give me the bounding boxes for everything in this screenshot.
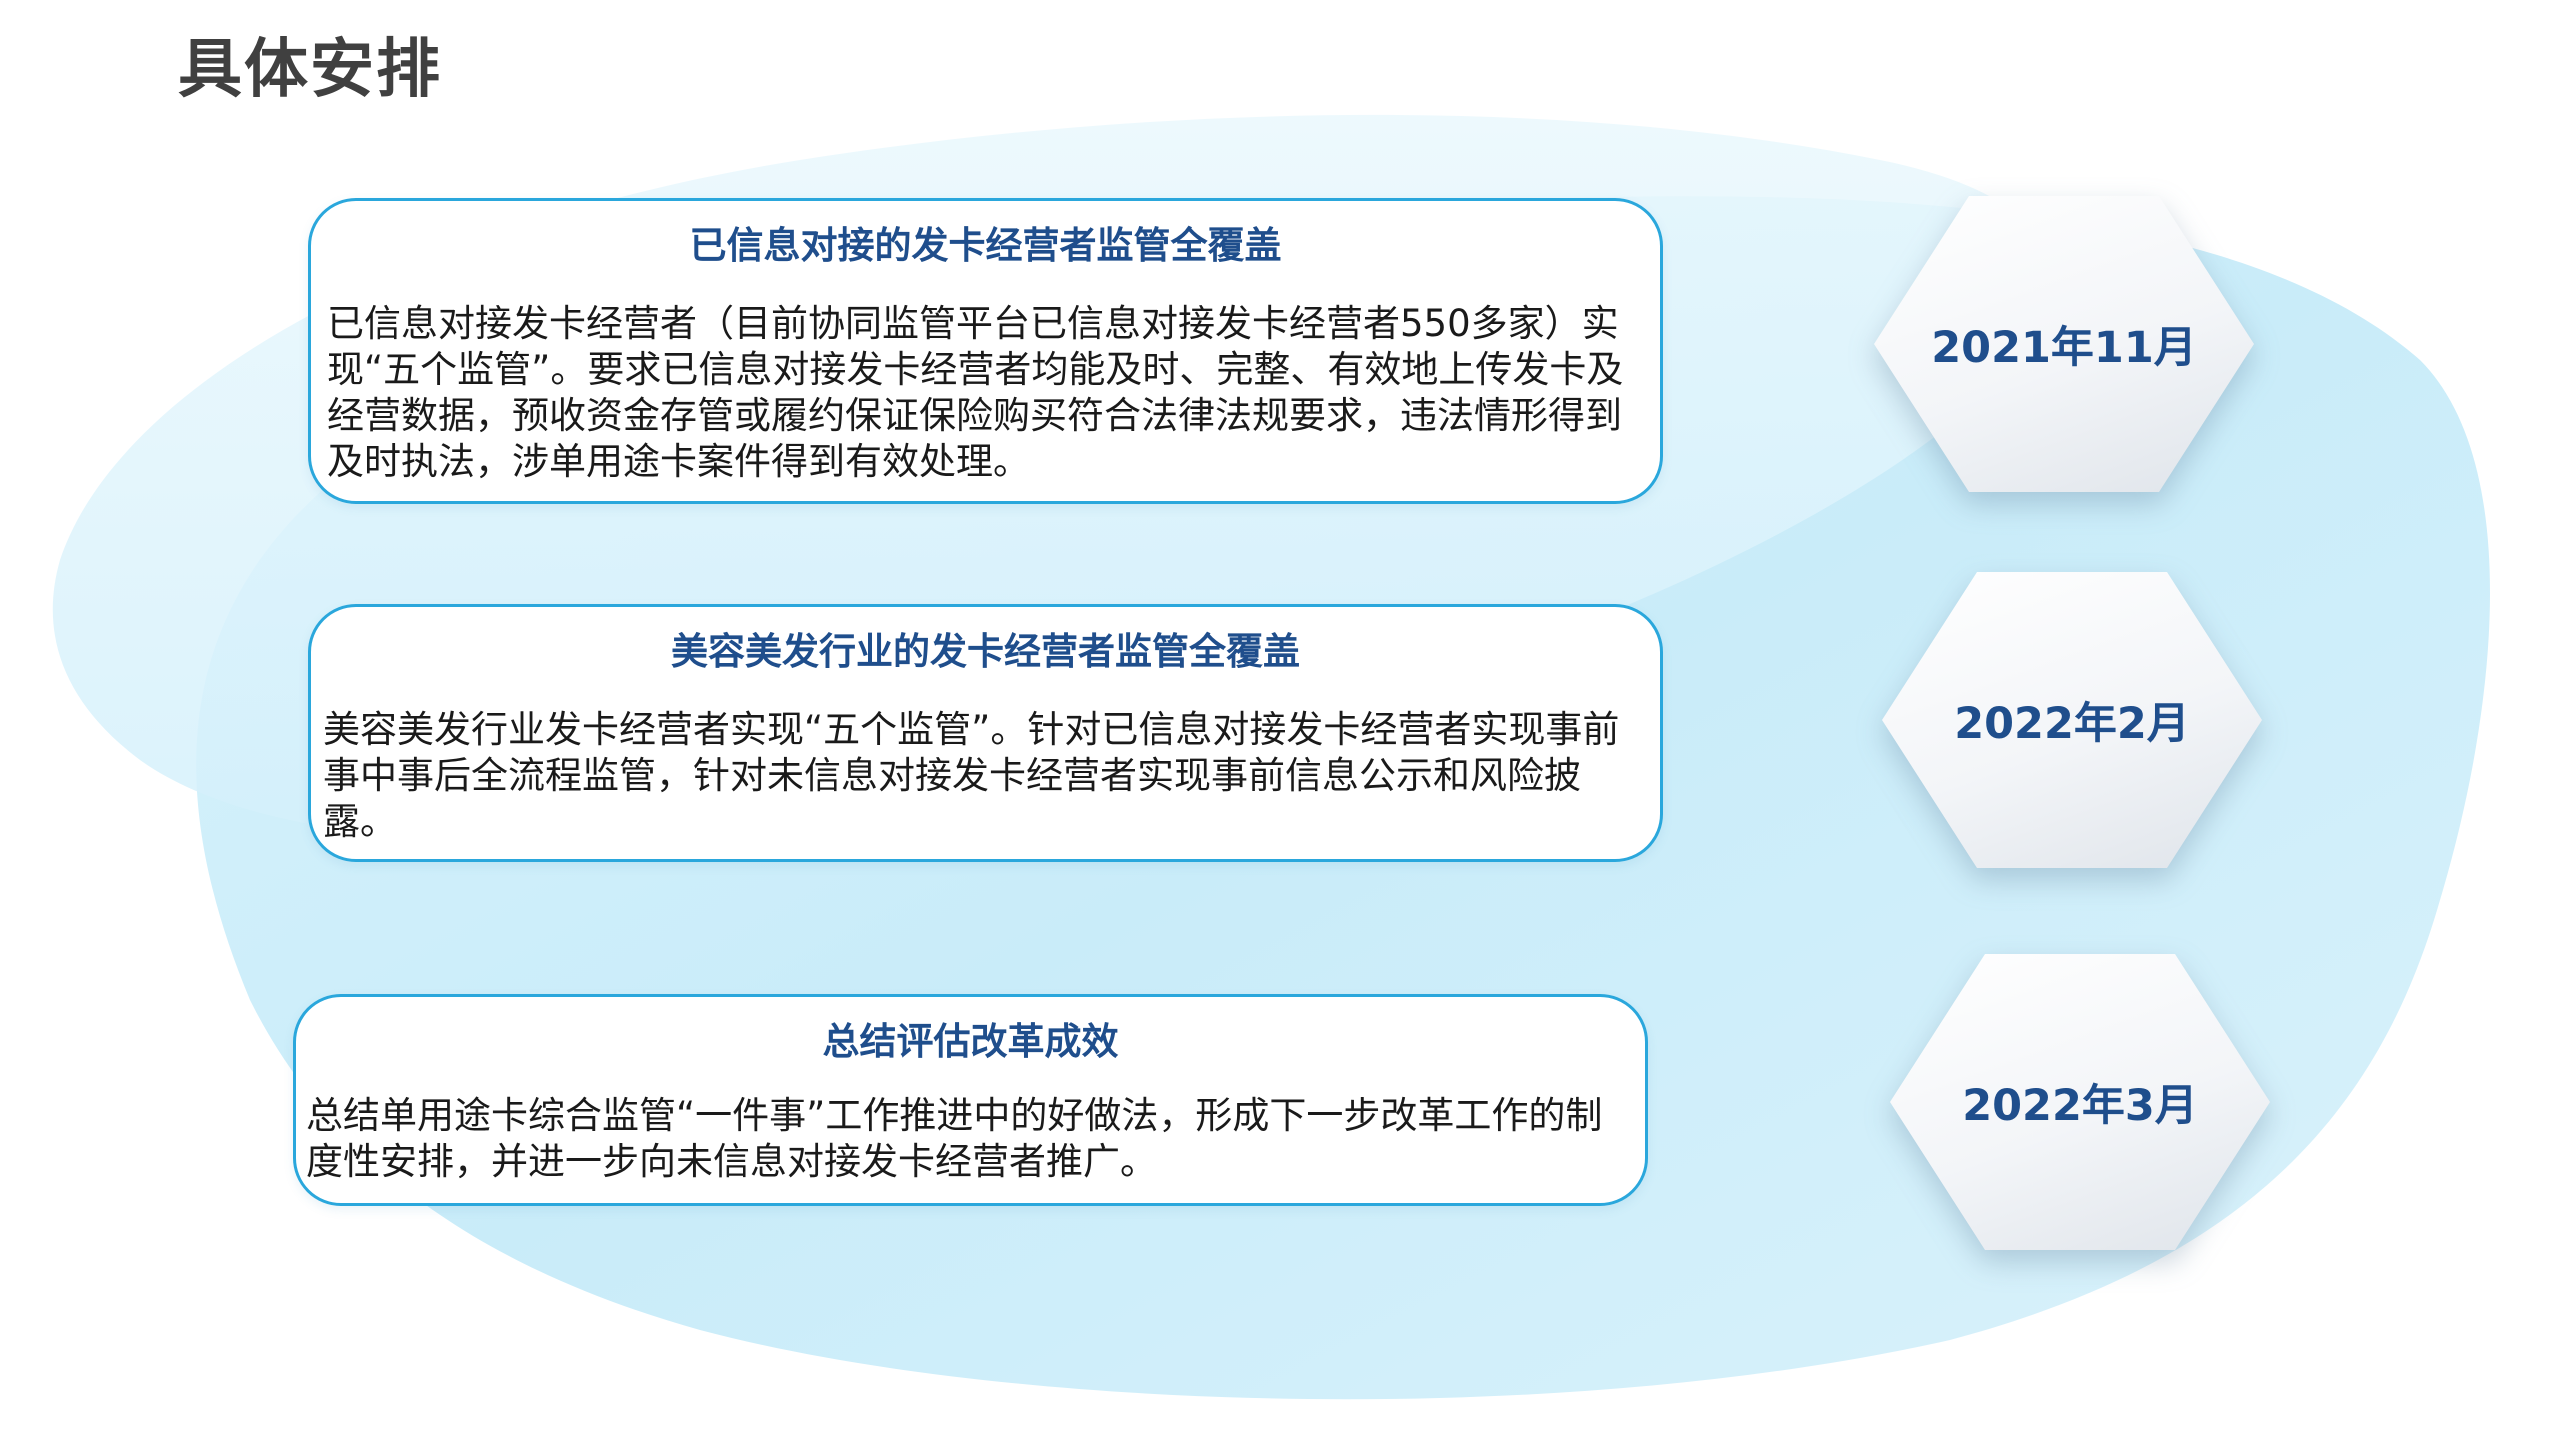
card-body-2: 美容美发行业发卡经营者实现“五个监管”。针对已信息对接发卡经营者实现事前事中事后… (323, 708, 1620, 843)
date-hexagon-1: 2021年11月 (1874, 196, 2254, 492)
date-hexagon-3: 2022年3月 (1890, 954, 2270, 1250)
card-body-1: 已信息对接发卡经营者（目前协同监管平台已信息对接发卡经营者550多家）实现“五个… (327, 302, 1624, 483)
page-title: 具体安排 (178, 33, 442, 107)
arrangement-card-2: 美容美发行业的发卡经营者监管全覆盖 美容美发行业发卡经营者实现“五个监管”。针对… (308, 604, 1663, 862)
date-hexagon-2: 2022年2月 (1882, 572, 2262, 868)
date-label-2: 2022年2月 (1954, 699, 2190, 749)
card-title-2: 美容美发行业的发卡经营者监管全覆盖 (671, 630, 1300, 673)
arrangement-card-1: 已信息对接的发卡经营者监管全覆盖 已信息对接发卡经营者（目前协同监管平台已信息对… (308, 198, 1663, 504)
card-body-3: 总结单用途卡综合监管“一件事”工作推进中的好做法，形成下一步改革工作的制度性安排… (306, 1094, 1603, 1183)
card-title-1: 已信息对接的发卡经营者监管全覆盖 (689, 224, 1282, 267)
card-title-3: 总结评估改革成效 (822, 1020, 1119, 1063)
date-label-1: 2021年11月 (1931, 323, 2197, 373)
arrangement-card-3: 总结评估改革成效 总结单用途卡综合监管“一件事”工作推进中的好做法，形成下一步改… (293, 994, 1648, 1206)
date-label-3: 2022年3月 (1962, 1081, 2198, 1131)
